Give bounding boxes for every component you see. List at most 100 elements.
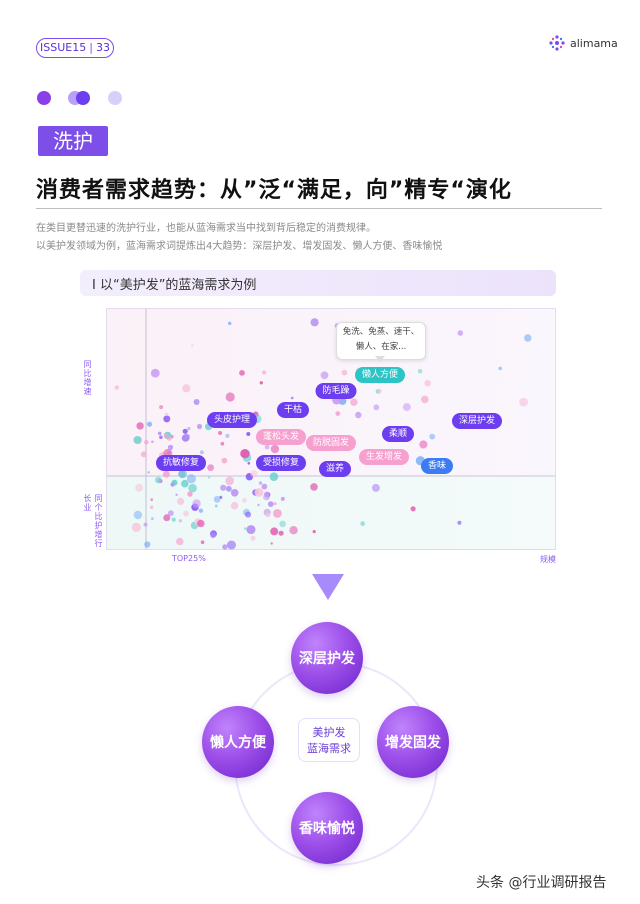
chart-dot	[320, 371, 329, 380]
chart-dot	[163, 514, 171, 522]
chart-dot	[519, 397, 528, 407]
chart-dot	[278, 530, 284, 536]
page-title: 消费者需求趋势：从”泛“满足，向”精专“演化	[36, 178, 512, 203]
chart-dot	[157, 431, 162, 436]
chart-dot	[335, 411, 341, 416]
chart-dot	[135, 483, 144, 492]
chart-dot	[193, 399, 200, 405]
chart-dot	[220, 484, 227, 491]
trend-bottom: 香味愉悦	[291, 792, 363, 864]
chart-dot	[166, 435, 173, 441]
x-axis-label: 规模	[540, 555, 556, 564]
chart-dot	[241, 497, 247, 503]
chart-label-anti-frizz: 防毛躁	[315, 383, 357, 399]
chart-dot	[270, 444, 280, 454]
chart-dot	[210, 532, 216, 539]
y-lower-label: 同个比护增行长业	[83, 494, 103, 548]
callout-pointer	[375, 356, 385, 362]
chart-dot	[273, 502, 277, 506]
example-header: I 以“美护发”的蓝海需求为例	[80, 270, 556, 296]
chart-dot	[371, 483, 380, 492]
chart-dot	[350, 398, 358, 406]
chart-dot	[225, 392, 235, 402]
chart-dot	[247, 462, 251, 465]
chart-dot	[279, 520, 286, 528]
chart-dot	[225, 433, 230, 438]
chart-dot	[147, 471, 150, 474]
chart-dot	[257, 503, 260, 507]
chart-label-dry: 干枯	[276, 402, 310, 418]
chart-dot	[131, 522, 141, 532]
chart-dot	[176, 537, 184, 546]
trend-center-line-1: 美护发	[312, 726, 346, 739]
chart-dot	[417, 369, 423, 374]
decor-dot-1	[37, 91, 51, 105]
alimama-logo-icon	[549, 35, 565, 51]
trend-left: 懒人方便	[202, 706, 274, 778]
chart-dot	[230, 501, 239, 510]
intro-line-1: 在类目更替迅速的洗护行业，也能从蓝海需求当中找到背后稳定的消费规律。	[36, 223, 376, 234]
chart-dot	[178, 469, 187, 479]
y-upper-label: 同比增速	[83, 360, 92, 396]
chart-dot	[419, 440, 428, 449]
chart-label-damage-repair: 受损修复	[255, 455, 307, 471]
chart-dot	[424, 379, 432, 387]
chart-dot	[151, 440, 154, 444]
chart-dot	[225, 476, 234, 486]
bubble-chart	[106, 308, 556, 550]
chart-dot	[312, 530, 316, 534]
chart-label-fluffy-hair: 蓬松头发	[255, 429, 307, 445]
chart-dot	[162, 470, 170, 478]
chart-dot	[133, 436, 142, 444]
chart-label-nourish: 滋养	[318, 461, 352, 477]
chart-dot	[270, 542, 273, 545]
issue-badge: ISSUE15 | 33	[36, 38, 114, 58]
chart-dot	[144, 541, 151, 548]
chart-dot	[133, 510, 143, 520]
chart-dot	[143, 522, 148, 527]
chart-dot	[175, 493, 178, 496]
chart-dot	[429, 433, 436, 440]
chart-dot	[246, 432, 251, 436]
chart-dot	[197, 519, 205, 528]
chart-dot	[360, 521, 366, 527]
chart-dot	[258, 481, 263, 485]
chart-dot	[184, 433, 190, 440]
chart-dot	[200, 540, 205, 544]
chart-dot	[178, 519, 183, 523]
page-number: 33	[95, 41, 110, 54]
chart-dot	[170, 482, 175, 487]
chart-dot	[186, 474, 196, 484]
callout-line-2: 懒人、在家...	[355, 342, 407, 352]
chart-dot	[227, 540, 236, 550]
chart-dot	[410, 506, 416, 512]
chart-label-lazy-convenient: 懒人方便	[354, 367, 406, 383]
chart-dot	[226, 485, 232, 492]
chart-dot	[270, 527, 279, 536]
chart-dot	[218, 431, 223, 435]
chart-dot	[213, 496, 221, 503]
chart-dot	[192, 499, 201, 508]
x-marker-label: TOP25%	[172, 554, 206, 563]
chart-dot	[250, 535, 256, 541]
chart-dot	[183, 510, 189, 517]
chart-dot	[164, 412, 169, 417]
trend-top: 深层护发	[291, 622, 363, 694]
chart-border	[106, 308, 556, 550]
footer-watermark: 头条 @行业调研报告	[476, 875, 607, 891]
chart-dot	[262, 370, 267, 375]
issue-number: ISSUE15	[40, 41, 87, 54]
chart-dot	[259, 381, 263, 385]
chart-dot	[154, 476, 162, 484]
chart-dot	[114, 385, 120, 390]
chart-label-deep-care: 深层护发	[451, 413, 503, 429]
chart-dot	[182, 384, 191, 393]
chart-dot	[373, 404, 380, 411]
chart-dot	[310, 318, 319, 327]
chart-dot	[244, 511, 252, 518]
chart-label-scalp-care: 头皮护理	[206, 412, 258, 428]
trend-center-line-2: 蓝海需求	[307, 742, 351, 755]
chart-dot	[355, 411, 362, 419]
chart-dot	[167, 444, 174, 450]
decor-dot-3	[76, 91, 90, 105]
